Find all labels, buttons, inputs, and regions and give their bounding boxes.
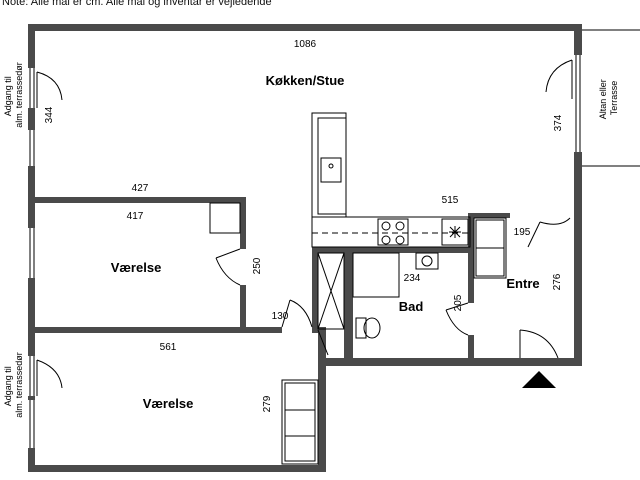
terrace-label-bottom-line-b: alm. terrassedør [14,352,24,418]
dim-1086: 1086 [294,39,317,50]
shower-area [352,252,400,298]
wall-closet-left [312,250,318,330]
svg-text:Altan eller Terrasse: Altan eller Terrasse [598,77,619,120]
sink-icon [320,157,342,183]
toilet-icon [363,317,381,339]
wall-bath-left [344,250,353,360]
wardrobe-bedroom-bottom [281,379,319,465]
terrace-door-left-top [26,68,63,108]
plan-note: Note: Alle mål er cm. Alle mål og invent… [2,0,272,8]
room-label-bedroom-bottom: Værelse [143,396,194,411]
dim-130: 130 [272,311,289,322]
svg-text:Adgang til alm. terrasse: Adgang til alm. terrassedør [3,62,24,128]
room-label-bath: Bad [399,299,424,314]
stove-icon [377,218,409,246]
wall-corridor-a [240,327,282,333]
balcony-label: Altan eller Terrasse [598,77,619,120]
kitchen-counter [311,216,471,248]
room-label-kitchen: Køkken/Stue [266,73,345,88]
wall-bath-top [312,247,472,253]
wall-bedroom-top-right-a [240,197,246,249]
terrace-label-top-line-b: alm. terrassedør [14,62,24,128]
wall-bottom-left [28,465,326,472]
window-left-top [27,130,37,166]
dim-515: 515 [442,195,459,206]
room-label-entry: Entre [506,276,539,291]
wall-bedroom-top-right-b [240,285,246,333]
dim-344: 344 [44,106,55,123]
balcony-outline [582,29,640,167]
terrace-label-top: Adgang til alm. terrassedør [3,62,24,128]
balcony-label-line-b: Terrasse [609,81,619,116]
dim-374: 374 [553,114,564,131]
basin-icon [415,252,439,270]
toilet-tank [355,317,367,339]
dim-427: 427 [132,183,149,194]
balcony-label-line-a: Altan eller [598,79,608,119]
wall-top [28,24,582,31]
dim-234: 234 [404,273,421,284]
wardrobe-entry [473,217,507,279]
wall-entry-top [468,213,510,218]
wall-bedroom-bottom-right [318,327,326,367]
windows [27,80,583,448]
bath-fixtures [352,252,439,339]
wall-bath-right-a [468,213,474,303]
terrace-door-left-bottom [26,356,63,396]
appliance-icon [441,218,469,246]
entrance-arrow-icon [522,371,556,388]
wall-bath-right-b [468,335,474,365]
window-right [573,80,583,152]
svg-text:Adgang til alm. terrasse: Adgang til alm. terrassedør [3,352,24,418]
room-label-bedroom-top: Værelse [111,260,162,275]
terrace-label-bottom: Adgang til alm. terrassedør [3,352,24,418]
dim-561: 561 [160,342,177,353]
wall-bedroom-top-top [28,197,244,203]
dim-250: 250 [252,257,263,274]
dim-195: 195 [514,227,531,238]
terrace-label-top-line-a: Adgang til [3,76,13,116]
dim-279: 279 [262,395,273,412]
window-left-low [27,400,37,448]
wall-bedroom-divider [28,327,246,333]
wardrobe-bedroom-top [209,202,241,234]
closet-hatched [317,252,345,330]
wall-bottom-step [318,358,326,472]
terrace-label-bottom-line-a: Adgang til [3,366,13,406]
window-left-mid [27,228,37,278]
doors [215,217,571,359]
balcony-door [545,55,584,99]
wall-right [574,24,582,366]
wall-bottom-right [318,358,582,366]
dim-205: 205 [453,294,464,311]
interior-walls [28,197,510,367]
dim-276: 276 [552,273,563,290]
dim-417: 417 [127,211,144,222]
kitchen-island [311,112,347,218]
